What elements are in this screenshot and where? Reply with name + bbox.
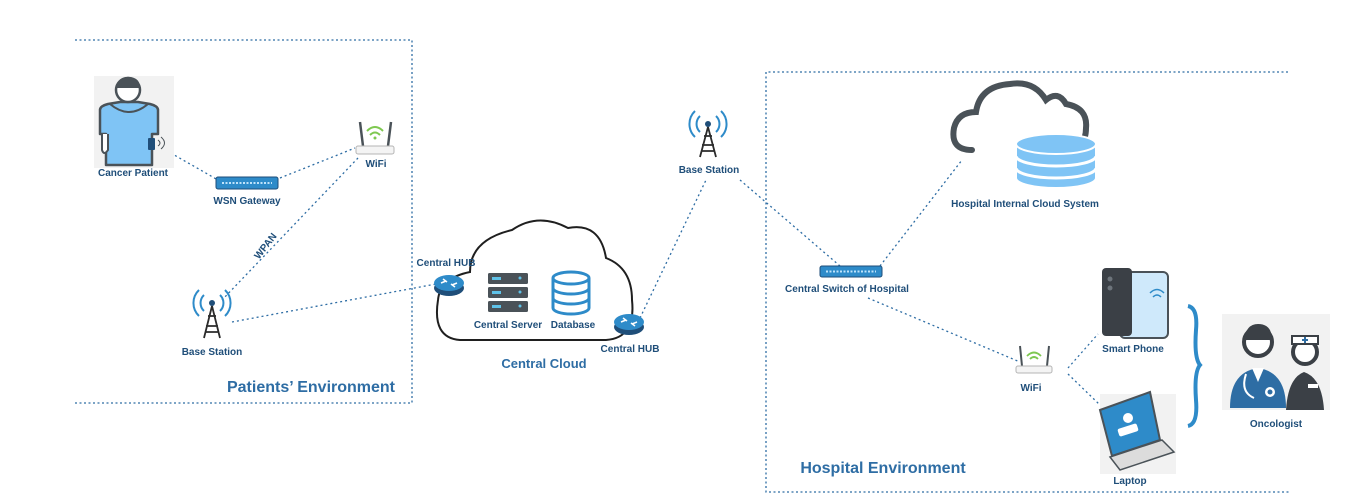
oncologist-label: Oncologist bbox=[1250, 419, 1303, 430]
central-hub-label-right: Central HUB bbox=[601, 344, 660, 355]
hospital-cloud-label: Hospital Internal Cloud System bbox=[951, 199, 1099, 210]
central-cloud-title: Central Cloud bbox=[501, 356, 586, 371]
link-basestation-switch bbox=[739, 179, 841, 267]
wsn-gateway-icon bbox=[215, 176, 279, 190]
patients-environment-frame bbox=[75, 39, 413, 404]
hospital-environment-frame bbox=[765, 71, 1290, 493]
link-switch-wifi bbox=[867, 297, 1021, 363]
link-wifi-laptop bbox=[1067, 373, 1101, 406]
central-switch-icon bbox=[819, 265, 883, 278]
base-station-label-middle: Base Station bbox=[679, 165, 740, 176]
base-station-label-patients: Base Station bbox=[182, 347, 243, 358]
wifi-label-patients: WiFi bbox=[365, 159, 386, 170]
central-server-label: Central Server bbox=[474, 320, 542, 331]
wifi-router-icon bbox=[1015, 345, 1053, 374]
link-hub-basestation bbox=[639, 179, 707, 319]
oncologist-icon bbox=[1222, 314, 1330, 410]
laptop-icon bbox=[1098, 390, 1176, 474]
link-switch-cloud bbox=[879, 159, 963, 267]
database-label: Database bbox=[551, 320, 596, 331]
central-hub-router-icon bbox=[614, 314, 644, 335]
wifi-label-hospital: WiFi bbox=[1020, 383, 1041, 394]
central-hub-label-left: Central HUB bbox=[417, 258, 476, 269]
wpan-label: WPAN bbox=[253, 231, 280, 261]
patients-environment-title: Patients’ Environment bbox=[227, 379, 396, 396]
smart-phone-icon bbox=[1102, 268, 1169, 339]
laptop-label: Laptop bbox=[1113, 476, 1146, 487]
central-switch-label: Central Switch of Hospital bbox=[785, 284, 909, 295]
link-gateway-wifi bbox=[279, 147, 356, 179]
hospital-database-icon bbox=[1014, 133, 1098, 189]
link-basestation-hub bbox=[231, 283, 437, 323]
connections bbox=[161, 147, 1101, 406]
central-hub-router-icon bbox=[434, 275, 464, 296]
brace-icon bbox=[1187, 304, 1203, 428]
hospital-environment-title: Hospital Environment bbox=[800, 460, 966, 477]
central-server-icon bbox=[488, 273, 528, 312]
cancer-patient-icon bbox=[94, 76, 174, 168]
hospital-cloud-icon bbox=[950, 80, 1090, 153]
database-icon bbox=[551, 270, 591, 316]
wsn-gateway-label: WSN Gateway bbox=[213, 196, 281, 207]
cancer-patient-label: Cancer Patient bbox=[98, 168, 169, 179]
smart-phone-label: Smart Phone bbox=[1102, 344, 1164, 355]
wifi-router-icon bbox=[355, 121, 395, 155]
base-station-icon bbox=[192, 289, 232, 339]
base-station-icon bbox=[688, 110, 728, 158]
link-wifi-phone bbox=[1067, 333, 1099, 369]
